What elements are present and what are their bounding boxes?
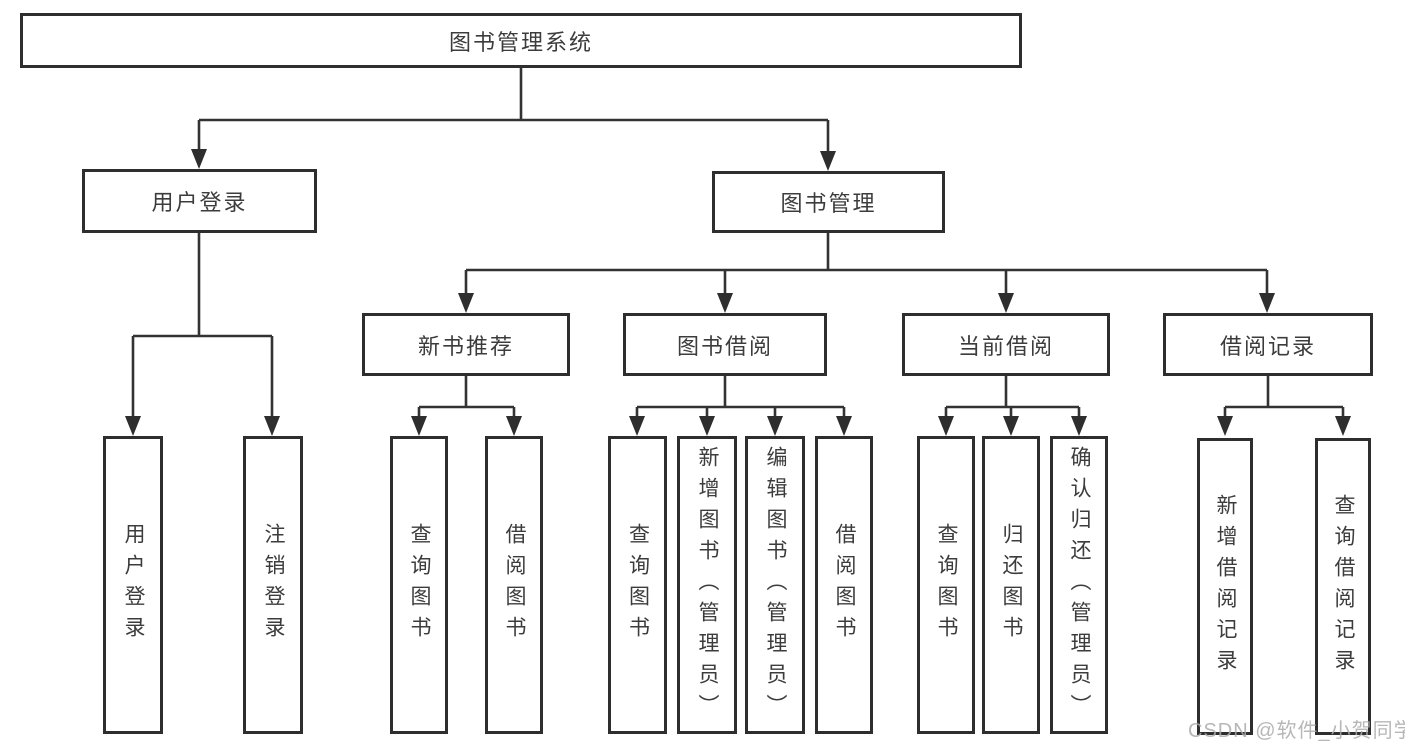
node-borrow-records: 借阅记录 <box>1163 313 1373 376</box>
leaf-confirm-return-admin: 确认归还（管理员） <box>1050 436 1108 734</box>
leaf-add-books-admin: 新增图书（管理员） <box>677 436 737 734</box>
leaf-borrow-books: 借阅图书 <box>815 436 873 734</box>
connector-currentborrow-to-leaves <box>944 376 1081 418</box>
leaf-query-books-current: 查询图书 <box>917 436 975 734</box>
connector-bookborrow-to-leaves <box>635 376 846 418</box>
csdn-watermark: CSDN @软件_小贺同学 <box>1188 720 1405 742</box>
connector-userlogin-to-leaves <box>131 233 274 418</box>
leaf-add-borrow-record: 新增借阅记录 <box>1197 438 1253 735</box>
connector-root-to-level2 <box>197 68 830 153</box>
node-user-login: 用户登录 <box>82 169 317 233</box>
connector-borrowrecords-to-leaves <box>1223 376 1345 418</box>
node-book-management: 图书管理 <box>712 171 945 233</box>
leaf-logout: 注销登录 <box>243 436 303 734</box>
leaf-borrow-books-recommend: 借阅图书 <box>485 436 543 734</box>
connector-bookmgmt-to-level3 <box>464 233 1269 295</box>
connector-newbook-to-leaves <box>417 376 516 418</box>
leaf-return-books: 归还图书 <box>982 436 1040 734</box>
leaf-user-login: 用户登录 <box>103 436 163 734</box>
leaf-query-books-recommend: 查询图书 <box>390 436 448 734</box>
arrowheads <box>125 149 1351 436</box>
node-new-book-recommend: 新书推荐 <box>362 313 570 376</box>
node-root-system: 图书管理系统 <box>20 13 1022 68</box>
node-book-borrow: 图书借阅 <box>623 313 827 376</box>
node-current-borrow: 当前借阅 <box>902 313 1110 376</box>
leaf-edit-books-admin: 编辑图书（管理员） <box>745 436 805 734</box>
leaf-query-borrow-record: 查询借阅记录 <box>1315 438 1371 735</box>
leaf-query-books-borrow: 查询图书 <box>608 436 667 734</box>
